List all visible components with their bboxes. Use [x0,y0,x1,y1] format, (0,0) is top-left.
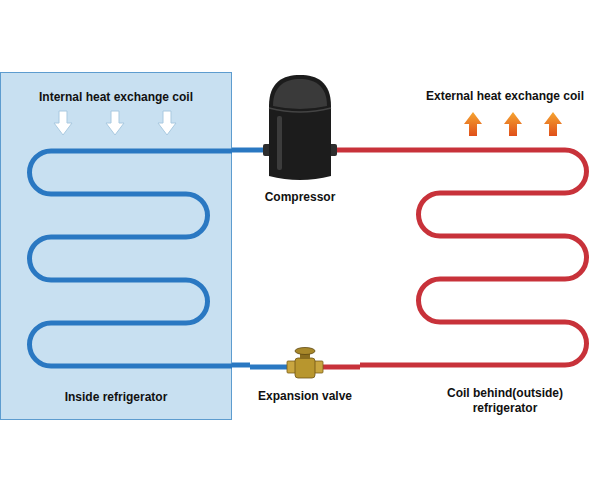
refrigerant-pipe [345,148,415,153]
body-seam [269,108,331,112]
external-coil [415,72,595,418]
node-label: Internal heat exchange coil [39,90,193,105]
compressor-drawing [255,72,345,184]
valve-drawing [250,345,360,383]
heat-arrow [544,112,562,136]
refrigerator-compartment: Internal heat exchange coilInside refrig… [0,72,232,420]
valve-body [295,358,315,378]
internal-coil [1,73,233,419]
cold-arrow [54,111,72,135]
node-label: Compressor [255,190,345,205]
node-label: External heat exchange coil [426,89,584,104]
refrigerant-pipe [232,363,250,368]
node-label: Expansion valve [250,389,360,404]
compressor-body [269,75,331,180]
external-coil-group: External heat exchange coilCoil behind(o… [415,72,595,420]
dome-shade [273,79,327,109]
heat-arrow [464,112,482,136]
compressor: Compressor [255,72,345,205]
expansion-valve: Expansion valve [250,345,360,404]
node-caption: Inside refrigerator [65,390,168,405]
node-caption: Coil behind(outside) refrigerator [435,386,575,416]
cold-arrow [158,111,176,135]
refrigerant-pipe [360,363,415,368]
refrigerant-pipe [232,148,255,153]
heat-arrow [504,112,522,136]
condenser-coil [415,150,587,365]
valve-cap [295,348,315,355]
evaporator-coil [29,151,232,366]
cold-arrow [106,111,124,135]
highlight [277,116,282,170]
